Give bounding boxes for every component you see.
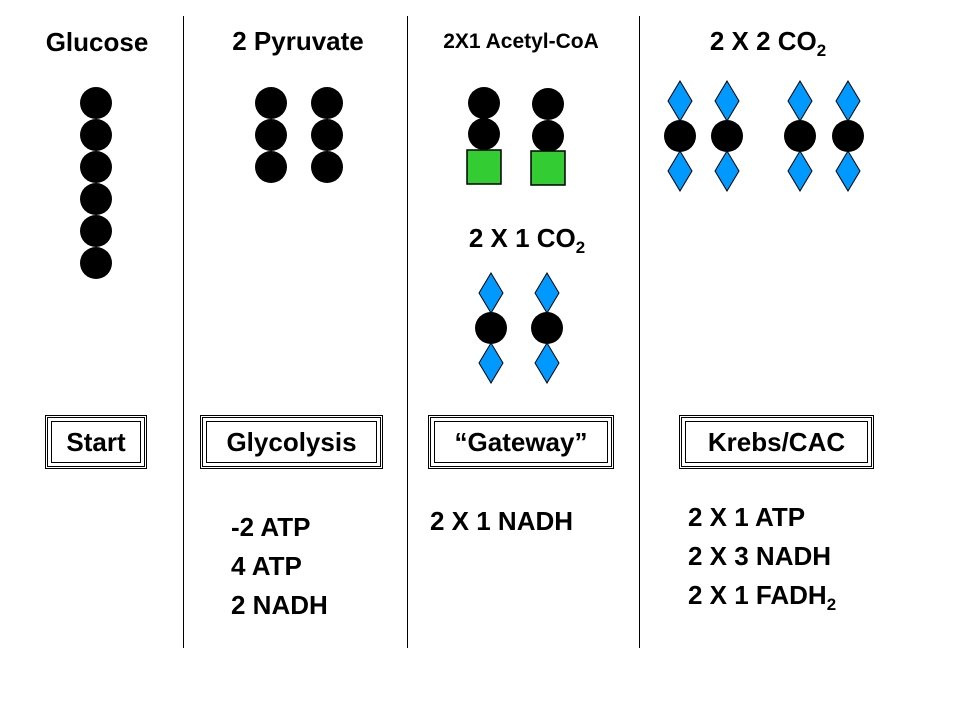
carbon-atom — [311, 151, 343, 183]
column-divider — [407, 16, 408, 648]
carbon-atom — [255, 151, 287, 183]
oxygen-diamond — [534, 342, 560, 384]
carbon-atom — [832, 120, 864, 152]
oxygen-diamond — [667, 80, 693, 122]
carbon-atom — [664, 120, 696, 152]
result-line: 2 X 1 ATP — [688, 502, 806, 532]
stage-label: Krebs/CAC — [707, 426, 846, 457]
carbon-atom — [468, 118, 500, 150]
oxygen-diamond — [714, 80, 740, 122]
carbon-atom — [311, 87, 343, 119]
stage-glycolysis: Glycolysis — [200, 415, 383, 469]
result-line: 2 X 1 FADH2 — [688, 576, 836, 615]
carbon-atom — [80, 151, 112, 183]
oxygen-diamond — [835, 150, 861, 192]
result-text: 2 X 1 FADH — [688, 580, 827, 610]
oxygen-diamond — [478, 272, 504, 314]
carbon-atom — [255, 87, 287, 119]
oxygen-diamond — [667, 150, 693, 192]
carbon-atom — [80, 87, 112, 119]
carbon-atom — [784, 120, 816, 152]
gateway-co2-title: 2 X 1 CO2 — [468, 223, 586, 257]
gateway-results: 2 X 1 NADH — [430, 502, 573, 541]
oxygen-diamond — [835, 80, 861, 122]
coa-square — [466, 149, 502, 185]
carbon-atom — [531, 312, 563, 344]
oxygen-diamond — [534, 272, 560, 314]
stage-start: Start — [45, 415, 147, 469]
result-line: 2 X 3 NADH — [688, 541, 832, 571]
carbon-atom — [80, 215, 112, 247]
carbon-atom — [80, 119, 112, 151]
carbon-atom — [711, 120, 743, 152]
coa-square — [530, 150, 566, 186]
subscript: 2 — [826, 594, 837, 614]
carbon-atom — [80, 183, 112, 215]
column-divider — [639, 16, 640, 648]
subscript: 2 — [575, 237, 586, 257]
subscript: 2 — [816, 40, 827, 60]
carbon-atom — [532, 88, 564, 120]
column-divider — [183, 16, 184, 648]
stage-label: Start — [66, 426, 126, 457]
krebs-co2-text: 2 X 2 CO — [709, 26, 817, 56]
oxygen-diamond — [787, 80, 813, 122]
glycolysis-results: -2 ATP 4 ATP 2 NADH — [231, 508, 328, 625]
krebs-results: 2 X 1 ATP 2 X 3 NADH 2 X 1 FADH2 — [688, 498, 836, 615]
stage-label: “Gateway” — [454, 426, 588, 457]
carbon-atom — [80, 247, 112, 279]
acetyl-coa-title: 2X1 Acetyl-CoA — [443, 30, 599, 53]
oxygen-diamond — [478, 342, 504, 384]
carbon-atom — [255, 119, 287, 151]
stage-krebs: Krebs/CAC — [679, 415, 874, 469]
carbon-atom — [311, 119, 343, 151]
result-line: 2 X 1 NADH — [430, 506, 574, 536]
gateway-co2-text: 2 X 1 CO — [468, 223, 576, 253]
result-line: -2 ATP — [231, 512, 311, 542]
carbon-atom — [468, 87, 500, 119]
pyruvate-title: 2 Pyruvate — [232, 26, 364, 56]
result-line: 2 NADH — [231, 590, 328, 620]
result-line: 4 ATP — [231, 551, 302, 581]
stage-gateway: “Gateway” — [428, 415, 614, 469]
carbon-atom — [532, 120, 564, 152]
oxygen-diamond — [787, 150, 813, 192]
glucose-title: Glucose — [45, 27, 149, 57]
carbon-atom — [475, 312, 507, 344]
stage-label: Glycolysis — [226, 426, 357, 457]
krebs-co2-title: 2 X 2 CO2 — [709, 26, 827, 60]
oxygen-diamond — [714, 150, 740, 192]
